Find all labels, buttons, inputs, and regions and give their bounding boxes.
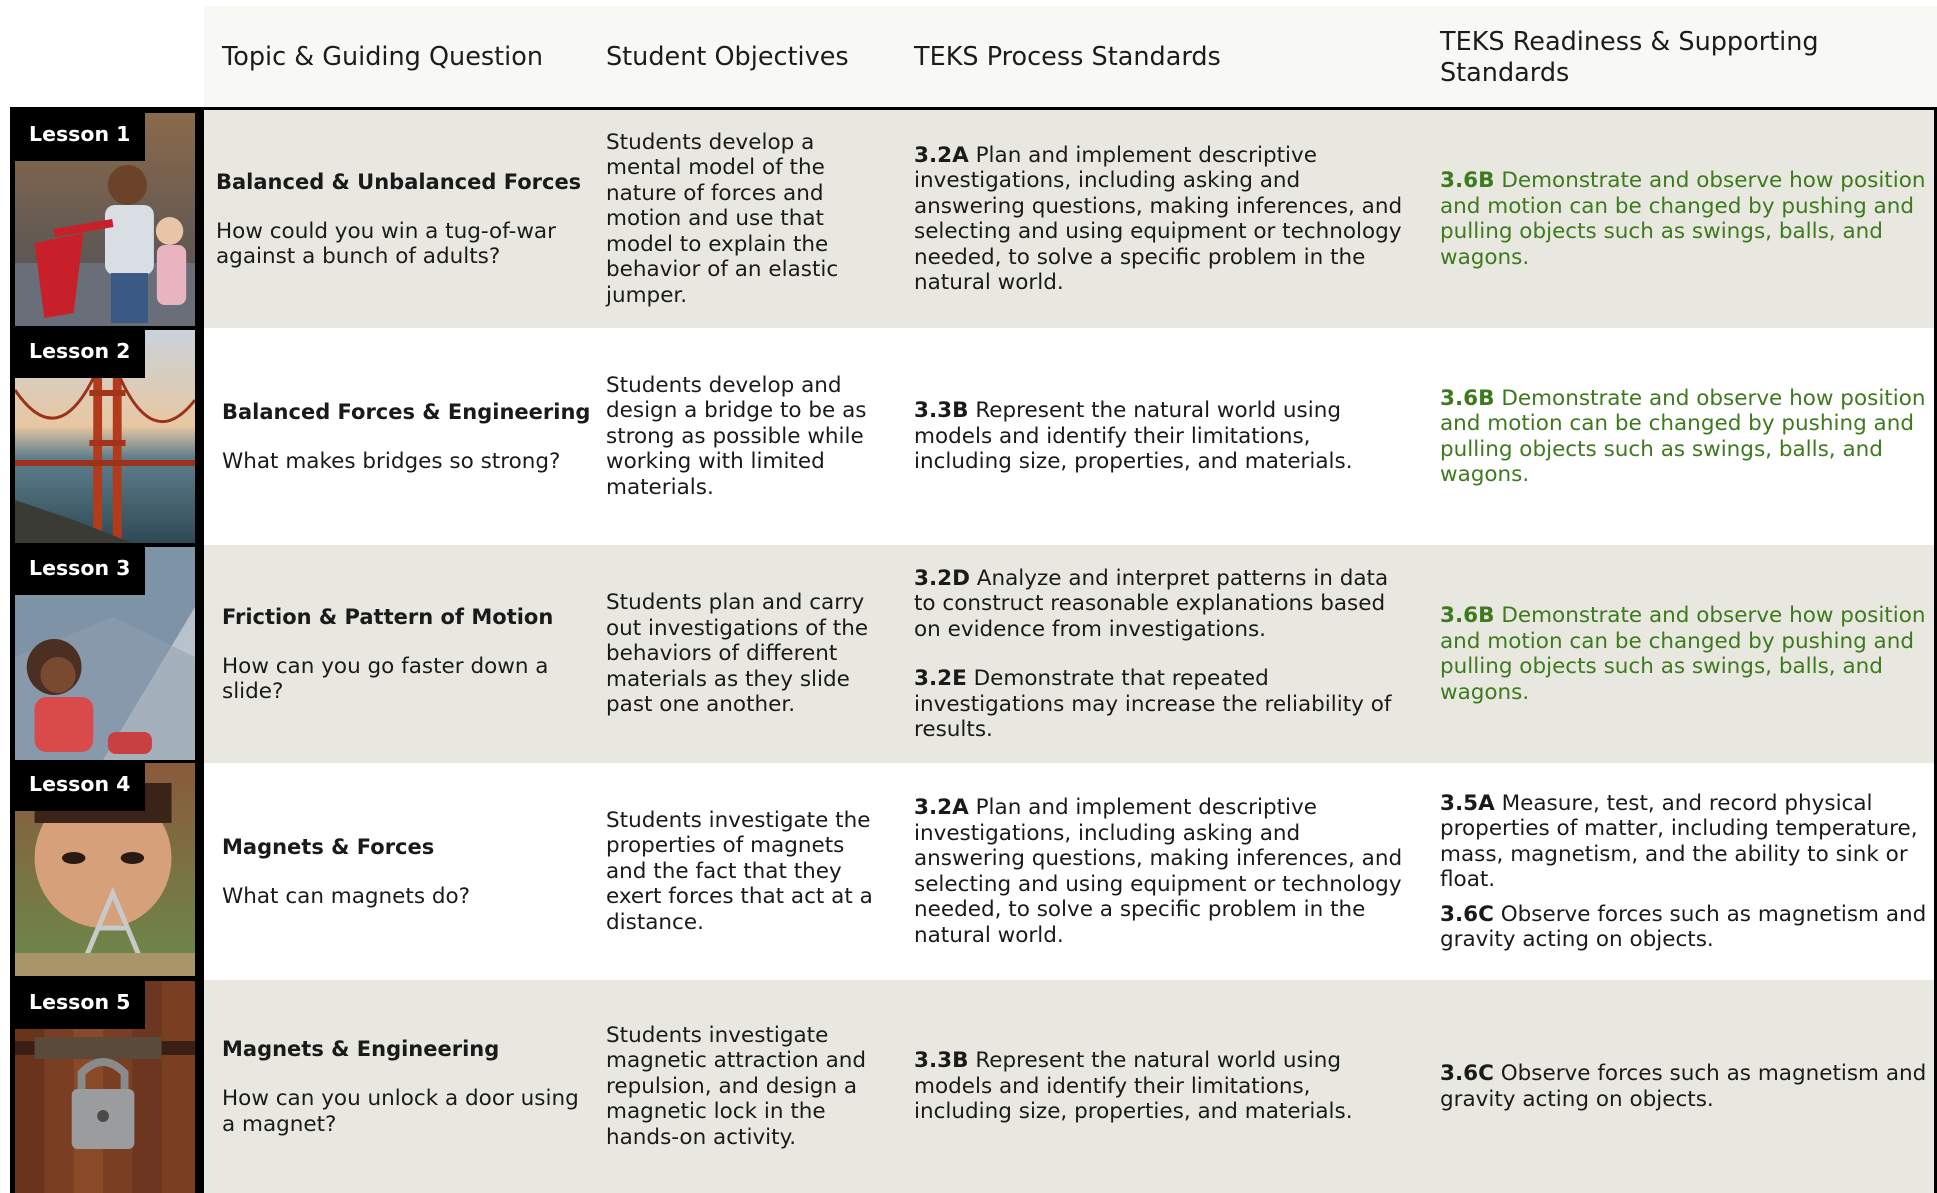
table-header: Topic & Guiding Question Student Objecti… — [204, 6, 1937, 109]
objective-cell: Students investigate magnetic attraction… — [606, 980, 891, 1193]
header-objectives: Student Objectives — [606, 42, 849, 72]
topic-cell: Friction & Pattern of Motion How can you… — [222, 545, 594, 763]
topic-title: Balanced & Unbalanced Forces — [216, 169, 582, 194]
standard-code: 3.6C — [1440, 1061, 1494, 1086]
process-cell: 3.2D Analyze and interpret patterns in d… — [914, 545, 1414, 763]
readiness-cell: 3.6C Observe forces such as magnetism an… — [1440, 980, 1930, 1193]
readiness-standard: 3.6B Demonstrate and observe how positio… — [1440, 603, 1930, 705]
topic-title: Friction & Pattern of Motion — [222, 604, 554, 629]
objective-cell: Students investigate the properties of m… — [606, 763, 891, 980]
process-cell: 3.2A Plan and implement descriptive inve… — [914, 110, 1414, 328]
readiness-standard: 3.6C Observe forces such as magnetism an… — [1440, 902, 1930, 953]
header-process-standards: TEKS Process Standards — [914, 42, 1221, 72]
objective-cell: Students plan and carry out investigatio… — [606, 545, 891, 763]
standard-code: 3.2E — [914, 666, 967, 691]
padlock-on-door-photo — [15, 981, 195, 1193]
readiness-standard: 3.5A Measure, test, and record physical … — [1440, 791, 1930, 893]
standard-text: Demonstrate and observe how position and… — [1440, 603, 1926, 705]
objective-text: Students develop a mental model of the n… — [606, 129, 839, 308]
topic-cell: Magnets & Forces What can magnets do? — [222, 763, 594, 980]
readiness-standard: 3.6B Demonstrate and observe how positio… — [1440, 386, 1930, 488]
standard-text: Represent the natural world using models… — [914, 1048, 1353, 1125]
standard-text: Observe forces such as magnetism and gra… — [1440, 1061, 1927, 1112]
child-with-magnet-toy-photo — [15, 763, 195, 976]
standard-code: 3.3B — [914, 398, 969, 424]
table-row: Balanced & Unbalanced Forces How could y… — [204, 110, 1934, 328]
objective-text: Students develop and design a bridge to … — [606, 372, 867, 500]
lesson-thumbnail: Lesson 3 — [15, 547, 199, 760]
process-standard: 3.2A Plan and implement descriptive inve… — [914, 143, 1414, 296]
standard-text: Represent the natural world using models… — [914, 398, 1353, 475]
process-cell: 3.3B Represent the natural world using m… — [914, 328, 1414, 545]
readiness-cell: 3.6B Demonstrate and observe how positio… — [1440, 110, 1930, 328]
process-cell: 3.3B Represent the natural world using m… — [914, 980, 1414, 1193]
readiness-cell: 3.6B Demonstrate and observe how positio… — [1440, 328, 1930, 545]
lesson-label: Lesson 2 — [15, 330, 146, 378]
table-frame — [10, 107, 1937, 1193]
readiness-standard: 3.6C Observe forces such as magnetism an… — [1440, 1061, 1930, 1112]
topic-title: Magnets & Engineering — [222, 1037, 500, 1061]
objective-text: Students investigate the properties of m… — [606, 807, 873, 935]
lesson-label: Lesson 3 — [15, 547, 146, 595]
standard-code: 3.2A — [914, 142, 969, 168]
topic-cell: Magnets & Engineering How can you unlock… — [222, 980, 594, 1193]
topic-cell: Balanced Forces & Engineering What makes… — [222, 328, 594, 545]
standard-text: Plan and implement descriptive investiga… — [914, 795, 1403, 948]
lesson-thumbnail: Lesson 5 — [15, 981, 199, 1193]
topic-title: Magnets & Forces — [222, 834, 435, 859]
process-standard: 3.2D Analyze and interpret patterns in d… — [914, 566, 1414, 643]
standard-text: Demonstrate and observe how position and… — [1440, 168, 1926, 270]
standard-text: Plan and implement descriptive investiga… — [914, 142, 1403, 296]
standard-code: 3.2A — [914, 795, 969, 820]
process-cell: 3.2A Plan and implement descriptive inve… — [914, 763, 1414, 980]
guiding-question: What makes bridges so strong? — [222, 448, 561, 474]
process-standard: 3.2A Plan and implement descriptive inve… — [914, 795, 1414, 948]
guiding-question: How could you win a tug-of-war against a… — [216, 218, 556, 270]
topic-cell: Balanced & Unbalanced Forces How could y… — [216, 110, 588, 328]
objective-cell: Students develop a mental model of the n… — [606, 110, 891, 328]
standard-text: Demonstrate that repeated investigations… — [914, 666, 1392, 742]
standard-text: Analyze and interpret patterns in data t… — [914, 565, 1389, 642]
lesson-label: Lesson 1 — [15, 113, 146, 161]
table-row: Magnets & Forces What can magnets do? St… — [204, 763, 1934, 980]
process-standard: 3.2E Demonstrate that repeated investiga… — [914, 666, 1414, 743]
readiness-standard: 3.6B Demonstrate and observe how positio… — [1440, 168, 1930, 270]
process-standard: 3.3B Represent the natural world using m… — [914, 398, 1414, 475]
table-row: Friction & Pattern of Motion How can you… — [204, 545, 1934, 763]
process-standard: 3.3B Represent the natural world using m… — [914, 1048, 1414, 1125]
header-readiness-standards: TEKS Readiness & Supporting Standards — [1440, 26, 1819, 88]
objective-text: Students investigate magnetic attraction… — [606, 1022, 867, 1150]
objective-cell: Students develop and design a bridge to … — [606, 328, 891, 545]
lesson-thumbnail: Lesson 2 — [15, 330, 199, 543]
table-row: Magnets & Engineering How can you unlock… — [204, 980, 1934, 1193]
standard-code: 3.6B — [1440, 603, 1495, 628]
guiding-question: What can magnets do? — [222, 883, 471, 909]
readiness-cell: 3.6B Demonstrate and observe how positio… — [1440, 545, 1930, 763]
objective-text: Students plan and carry out investigatio… — [606, 590, 869, 718]
table-row: Balanced Forces & Engineering What makes… — [204, 328, 1934, 545]
standard-code: 3.3B — [914, 1048, 969, 1074]
header-topic: Topic & Guiding Question — [222, 42, 544, 72]
standard-code: 3.6B — [1440, 168, 1495, 193]
guiding-question: How can you go faster down a slide? — [222, 653, 549, 705]
standard-code: 3.6B — [1440, 385, 1495, 411]
standard-code: 3.2D — [914, 565, 970, 591]
lesson-thumbnail: Lesson 4 — [15, 763, 199, 976]
standard-text: Demonstrate and observe how position and… — [1440, 385, 1926, 488]
readiness-cell: 3.5A Measure, test, and record physical … — [1440, 763, 1930, 980]
standard-text: Observe forces such as magnetism and gra… — [1440, 901, 1927, 953]
lesson-label: Lesson 4 — [15, 763, 146, 811]
standard-code: 3.5A — [1440, 790, 1495, 816]
topic-title: Balanced Forces & Engineering — [222, 399, 591, 424]
standard-text: Measure, test, and record physical prope… — [1440, 790, 1918, 893]
lesson-thumbnail: Lesson 1 — [15, 113, 199, 326]
lesson-label: Lesson 5 — [15, 981, 146, 1029]
standard-code: 3.6C — [1440, 901, 1494, 927]
guiding-question: How can you unlock a door using a magnet… — [222, 1086, 579, 1137]
